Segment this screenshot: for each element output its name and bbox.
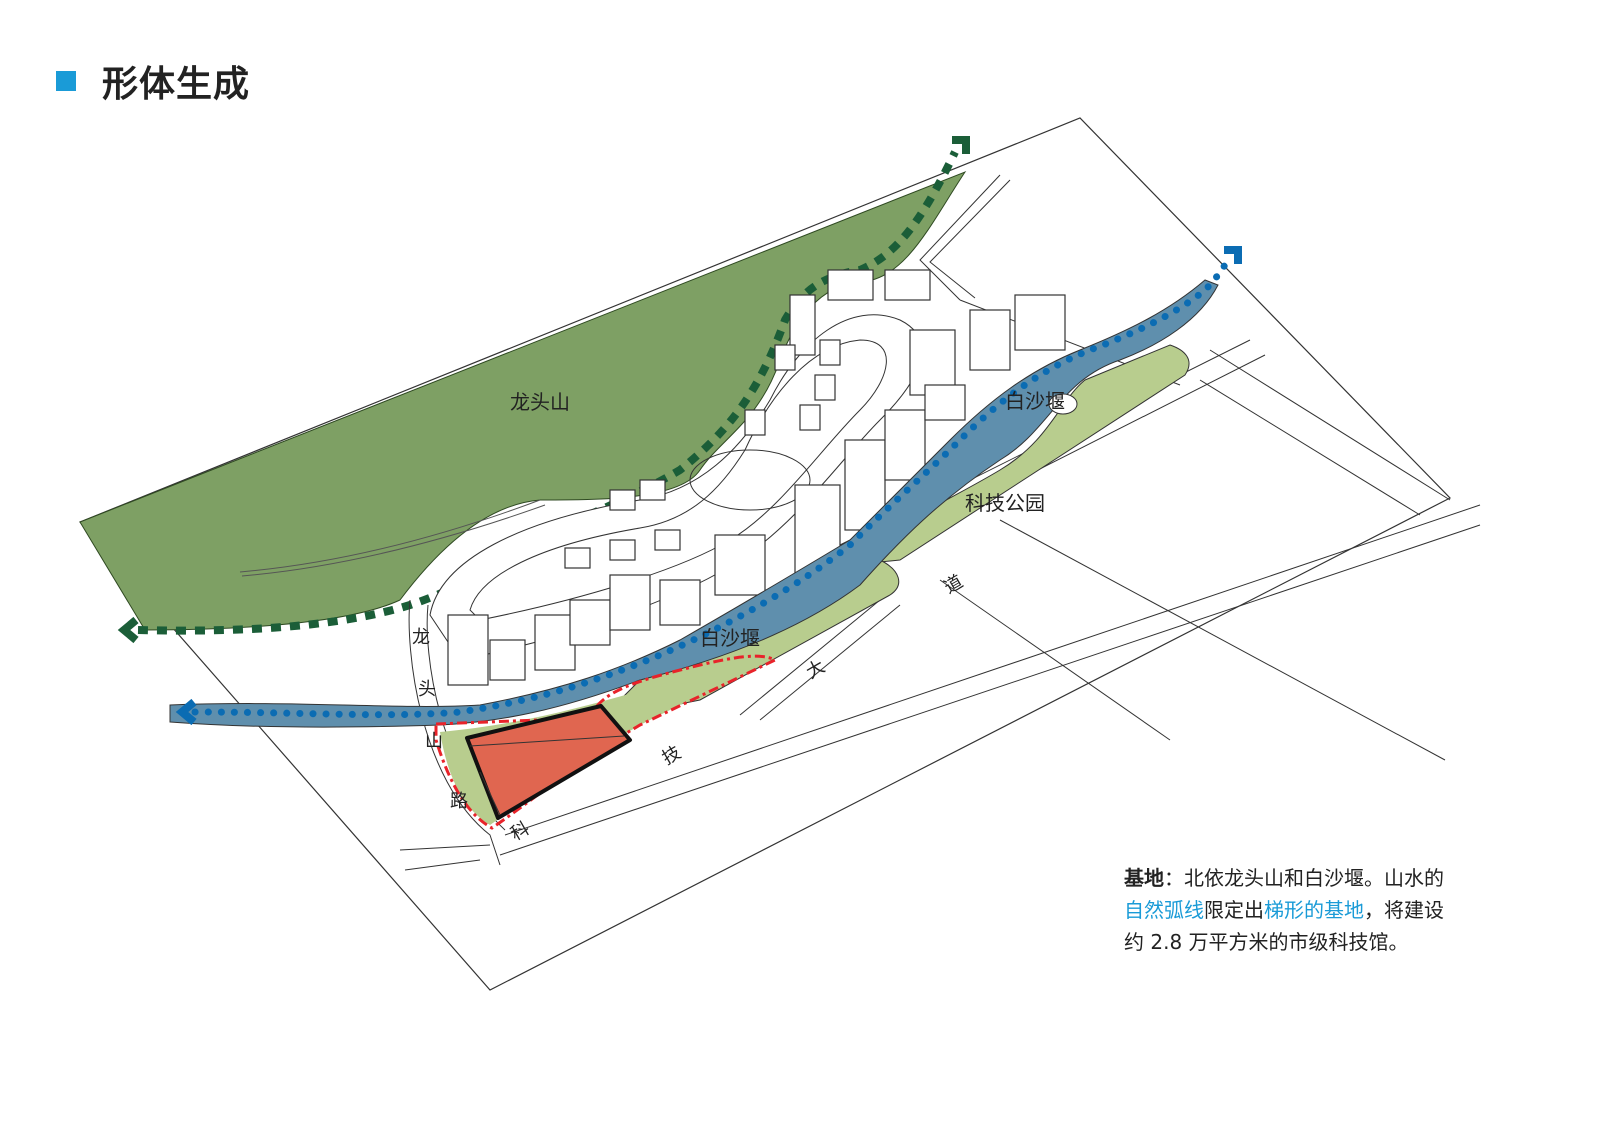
road-label-char: 山 [425,731,443,752]
waterfront-corridor-path [191,256,1232,719]
site-description: 基地：北依龙头山和白沙堰。山水的 自然弧线限定出梯形的基地，将建设 约 2.8 … [1124,862,1564,958]
site-boundary [434,654,779,830]
road-label-char: 龙 [412,627,430,648]
proposed-science-museum [465,704,632,820]
page-title: 形体生成 [102,64,251,105]
title-bullet-icon [56,71,76,91]
desc-line2-text: ，将建设 [1364,898,1444,922]
desc-line-1: 基地：北依龙头山和白沙堰。山水的 [1124,862,1564,894]
label-mountain: 龙头山 [510,390,570,414]
label-river-lower: 白沙堰 [700,626,760,650]
arrow-left-blue-icon [175,698,197,726]
existing-buildings [447,269,1066,686]
road-label-char: 路 [450,791,468,812]
desc-mid: 限定出 [1204,898,1264,922]
arrow-up-right-green-icon [952,136,970,154]
desc-highlight-arc: 自然弧线 [1124,898,1204,922]
page-header: 形体生成 [56,55,250,107]
label-park: 科技公园 [965,491,1045,515]
mountain-trail-2 [241,504,546,577]
desc-line-2: 自然弧线限定出梯形的基地，将建设 [1124,894,1564,926]
mountain-trail [239,499,541,573]
desc-lead: 基地 [1124,866,1164,890]
road-label-char: 头 [418,679,436,700]
desc-line1-text: 北依龙头山和白沙堰。山水的 [1184,866,1444,890]
arrow-up-right-blue-icon [1224,246,1242,264]
arrow-left-green-icon [117,616,139,644]
label-river-upper: 白沙堰 [1005,389,1065,413]
desc-line-3: 约 2.8 万平方米的市级科技馆。 [1124,930,1409,954]
river-island [1048,393,1078,415]
desc-highlight-site: 梯形的基地 [1264,898,1364,922]
desc-sep: ： [1164,866,1184,890]
